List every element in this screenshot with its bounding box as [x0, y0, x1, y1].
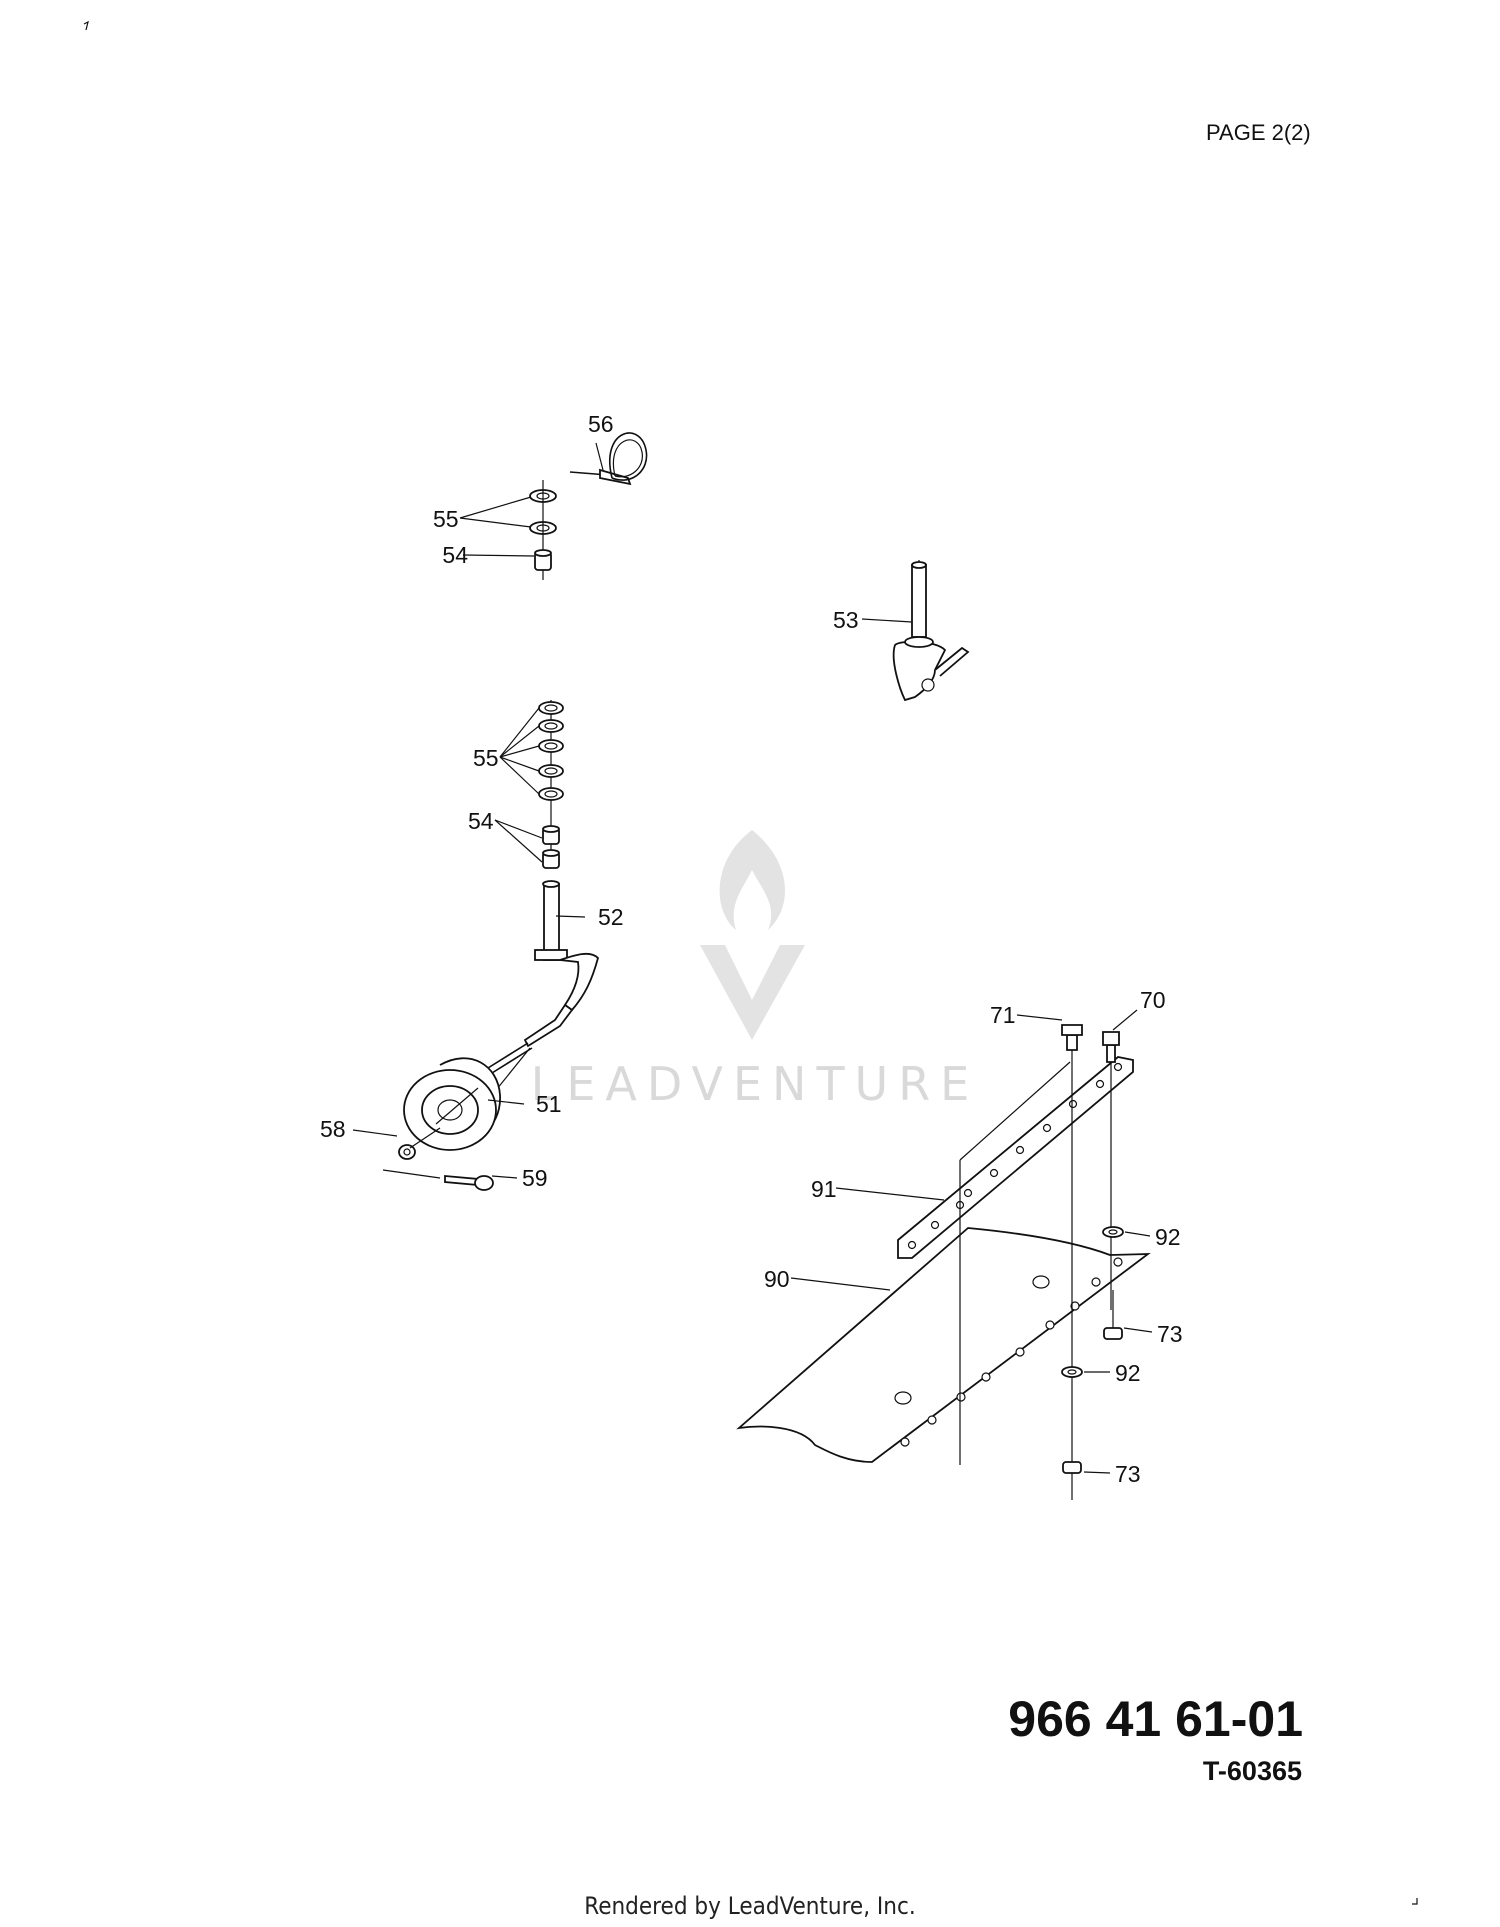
part-number: 966 41 61-01	[1008, 1691, 1303, 1747]
part-59-cotter-pin	[382, 1169, 494, 1191]
part-90-blade-plate	[736, 1227, 1151, 1463]
callout-70: 70	[1140, 987, 1166, 1013]
callout-91: 91	[811, 1176, 837, 1202]
leader-lines	[352, 442, 1153, 1474]
watermark-logo: LEADVENTURE	[531, 830, 980, 1111]
corner-mark-top-left	[83, 20, 89, 31]
part-73-nut-lower	[1062, 1461, 1082, 1474]
callout-92-lower: 92	[1115, 1360, 1141, 1386]
callout-54-upper: 54	[442, 542, 468, 568]
part-73-nut-upper	[1103, 1290, 1123, 1340]
callout-73-upper: 73	[1157, 1321, 1183, 1347]
drawing-number: T-60365	[1202, 1756, 1302, 1786]
callout-73-lower: 73	[1115, 1461, 1141, 1487]
page-label: PAGE 2(2)	[1206, 120, 1311, 145]
callout-58: 58	[320, 1116, 346, 1142]
callout-56: 56	[588, 411, 614, 437]
callout-71: 71	[990, 1002, 1016, 1028]
part-70-bolt	[1102, 1031, 1120, 1310]
callout-51: 51	[536, 1091, 562, 1117]
callout-90: 90	[764, 1266, 790, 1292]
callout-53: 53	[833, 607, 859, 633]
callout-55-lower: 55	[473, 745, 499, 771]
part-91-reinforcement-bar	[897, 1056, 1134, 1465]
callout-54-lower: 54	[468, 808, 494, 834]
corner-mark-bottom-right	[1412, 1898, 1418, 1905]
part-56-lynch-pin	[569, 432, 648, 486]
callout-59: 59	[522, 1165, 548, 1191]
callout-55-upper: 55	[433, 506, 459, 532]
part-53-pivot-arm	[892, 560, 970, 702]
part-92-washer-lower	[1061, 1366, 1083, 1378]
callout-92-upper: 92	[1155, 1224, 1181, 1250]
part-58-washer	[398, 1127, 441, 1160]
part-92-washer-upper	[1102, 1226, 1124, 1238]
watermark-text: LEADVENTURE	[531, 1057, 980, 1111]
part-54-spacer-upper	[534, 480, 552, 580]
part-51-wheel	[403, 1057, 501, 1151]
part-55-washers-lower	[538, 700, 564, 860]
part-52-wheel-pivot	[483, 880, 600, 1106]
part-54-spacers-lower	[542, 825, 560, 869]
footer-rendered-by: Rendered by LeadVenture, Inc.	[584, 1892, 916, 1920]
callout-52: 52	[598, 904, 624, 930]
part-71-bolt	[1061, 1024, 1083, 1500]
